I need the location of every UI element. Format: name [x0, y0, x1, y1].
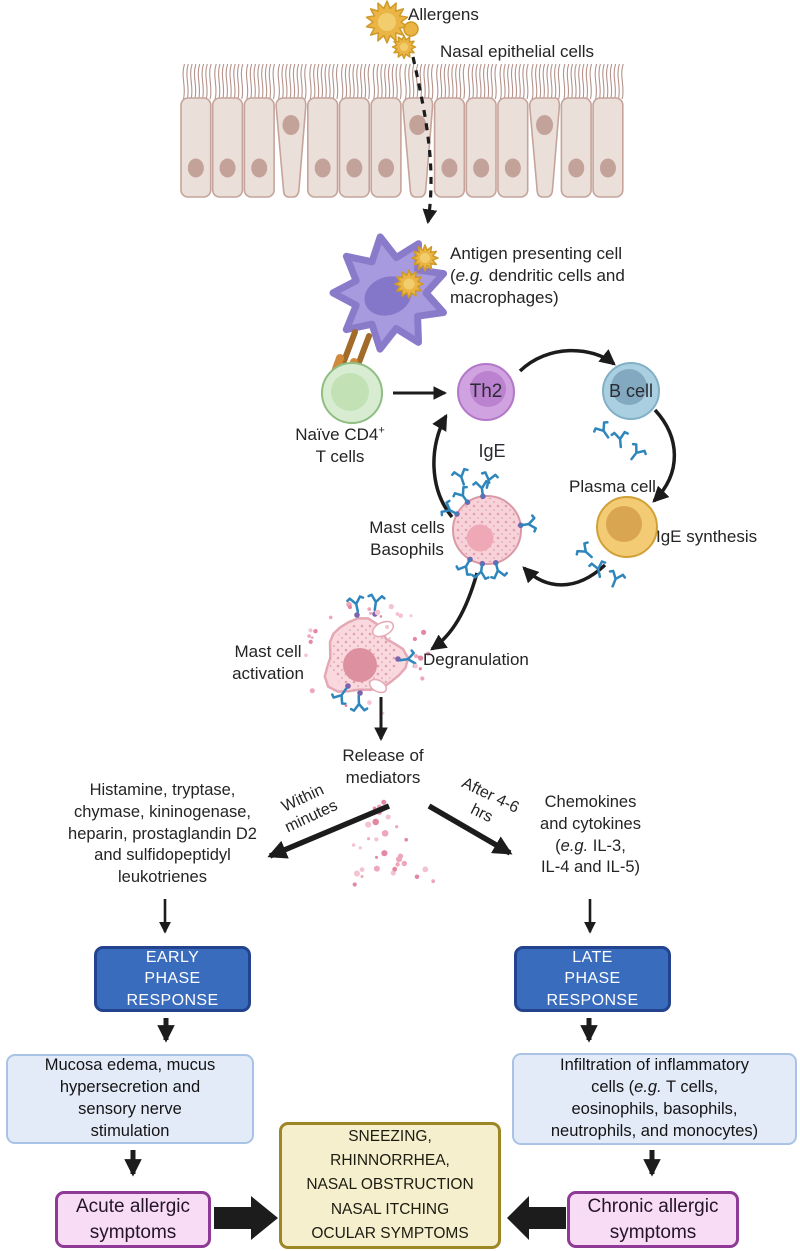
b-cell-label: B cell: [608, 381, 653, 401]
nasal-epithelial-cells-label: Nasal epithelial cells: [440, 42, 595, 61]
mast-cells-basophils-label: Mast cells Basophils: [369, 518, 445, 559]
chemokines-cytokines-list: Chemokines and cytokines (e.g. IL-3, IL-…: [540, 793, 641, 877]
th2-cell-illustration: [457, 363, 515, 421]
acute-to-central-arrow: [214, 1196, 278, 1240]
mediator-spray-dots: [351, 799, 436, 887]
allergens-label: Allergens: [408, 5, 479, 24]
naive-cd4-t-cells-label: Naïve CD4+ T cells: [295, 424, 385, 466]
antigen-presenting-cell-label: Antigen presenting cell (e.g. dendritic …: [450, 244, 625, 307]
ige-label: IgE: [478, 441, 506, 461]
mast-cell-illustration: [452, 493, 524, 567]
b-cell-illustration: [602, 362, 660, 420]
degranulation-details: [330, 593, 417, 713]
late-phase-effects-box: Infiltration of inflammatory cells (e.g.…: [512, 1053, 797, 1145]
allergen-entry-dashed-arrow: [411, 56, 438, 225]
allergen-particles: [365, 0, 439, 299]
sensitization-cycle-arrows: [430, 348, 676, 651]
plasma-cell-label: Plasma cell: [569, 477, 656, 496]
chronic-to-central-arrow: [507, 1196, 566, 1240]
naive-t-cell-illustration: [321, 362, 383, 424]
release-of-mediators-label: Release of mediators: [342, 746, 424, 787]
released-granule-dots: [304, 601, 431, 715]
mast-cell-activation-label: Mast cell activation: [232, 642, 304, 683]
nasal-epithelium-illustration: [180, 63, 624, 198]
th2-label: Th2: [469, 381, 503, 402]
plasma-cell-illustration: [596, 496, 658, 558]
degranulation-label: Degranulation: [423, 650, 529, 669]
ige-synthesis-label: IgE synthesis: [656, 527, 758, 546]
early-mediators-list: Histamine, tryptase, chymase, kininogena…: [68, 781, 257, 887]
flow-arrows: [124, 386, 661, 1177]
